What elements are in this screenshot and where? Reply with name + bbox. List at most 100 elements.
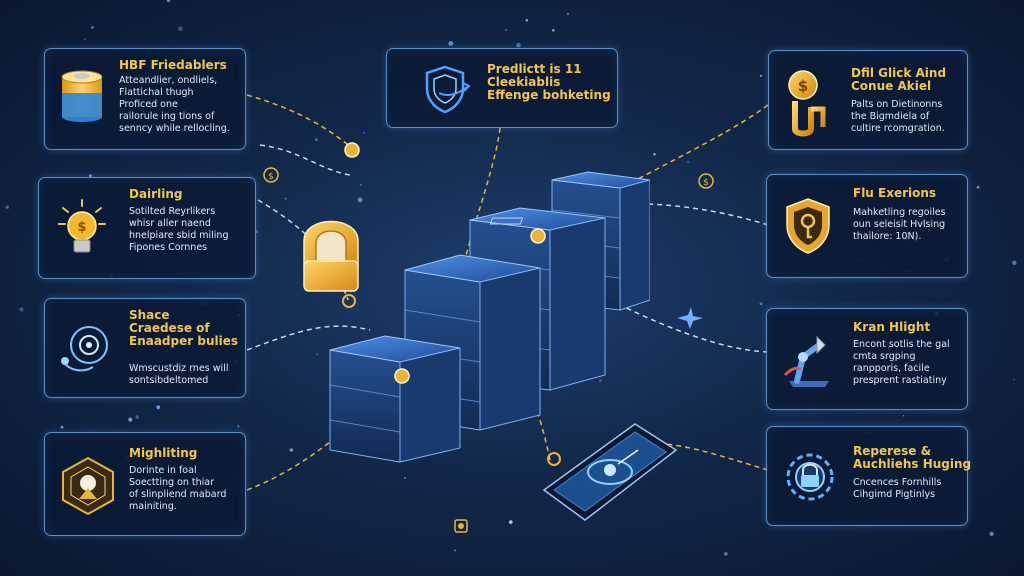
card-title: Predlictt is 11 Cleekiablis Effenge bohk…	[487, 63, 611, 102]
card-body-line: Fipones Cornnes	[129, 242, 208, 253]
card-body-line: oun seleisit Hvlsing	[853, 219, 946, 230]
particle-dot	[166, 0, 171, 3]
card-body: Mahketling regoiles oun seleisit Hvlsing…	[853, 207, 946, 243]
card-title: Mighliting	[129, 447, 197, 460]
card-title-line: Predlictt is 11	[487, 62, 582, 76]
gold-lock-icon: $	[788, 70, 826, 137]
chip-icon	[454, 519, 468, 533]
card-title-line: Craedese of	[129, 321, 210, 335]
particle-dot	[967, 461, 970, 464]
card-body-line: Cncences Fornhills	[853, 477, 942, 488]
particle-dot	[178, 26, 183, 32]
particle-dot	[363, 131, 366, 134]
feature-card-top-left: HBF Friedablers Atteandlier, ondliels, F…	[44, 48, 246, 150]
particle-dot	[902, 415, 905, 417]
card-body-line: Palts on Dietinonns	[851, 99, 943, 110]
shield-keyhole-icon	[786, 198, 830, 254]
card-title-line: Shace	[129, 308, 170, 322]
card-title-line: Effenge bohketing	[487, 88, 611, 102]
card-title: Dfil Glick Aind Conue Akiel	[851, 67, 946, 93]
particle-dot	[504, 28, 507, 32]
coin-node-icon	[344, 142, 360, 158]
particle-dot	[454, 549, 456, 552]
particle-dot	[759, 302, 763, 306]
card-title: Kran Hlight	[853, 321, 930, 334]
card-body-line: the Bigmdiela of	[851, 111, 930, 122]
particle-dot	[551, 28, 555, 32]
ring-node-icon	[547, 452, 561, 466]
card-body-line: ranpporis, facile	[853, 363, 930, 374]
particle-dot	[989, 531, 994, 537]
card-body: Dorinte in foal Soectting on thiar of sl…	[129, 465, 226, 513]
connector-top-left	[246, 94, 353, 149]
particle-dot	[314, 138, 318, 142]
particle-dot	[759, 74, 763, 77]
gear-lock-icon	[786, 453, 834, 501]
card-body-line: presprent rastiatiny	[853, 375, 947, 386]
card-title-line: Cleekiablis	[487, 75, 561, 89]
particle-dot	[976, 185, 980, 189]
card-body-line: Dorinte in foal	[129, 465, 197, 476]
card-body: Encont sotlis the gal cmta srgping ranpp…	[853, 339, 950, 387]
particle-dot	[566, 12, 570, 16]
particle-dot	[448, 41, 454, 46]
card-body: Atteandlier, ondliels, Flattichal thugh …	[119, 75, 230, 135]
card-body-line: Proficed one	[119, 99, 178, 110]
card-body: Palts on Dietinonns the Bigmdiela of cul…	[851, 99, 945, 135]
particle-dot	[1013, 378, 1016, 381]
padlock-3d-icon	[303, 220, 359, 292]
card-title-line: HBF Friedablers	[119, 58, 227, 72]
particle-dot	[89, 174, 92, 178]
feature-card-lower-right: Kran Hlight Encont sotlis the gal cmta s…	[766, 308, 968, 410]
battery-icon	[61, 70, 103, 122]
card-body-line: railorule ing tions of	[119, 111, 215, 122]
particle-dot	[135, 415, 139, 419]
card-body: Wmscustdiz rnes will sontsibdeltomed	[129, 363, 228, 387]
particle-dot	[19, 307, 24, 312]
card-body-line: Cihgimd Pigtinlys	[853, 489, 936, 500]
card-body-line: cultire rcomgration.	[851, 123, 945, 134]
particle-dot	[237, 425, 240, 428]
particle-dot	[316, 353, 318, 356]
svg-text:$: $	[703, 178, 709, 188]
particle-dot	[84, 38, 86, 41]
card-title-line: Dairling	[129, 187, 183, 201]
coin-node-icon	[394, 368, 410, 384]
particle-dot	[687, 160, 689, 163]
block-front-low	[329, 335, 461, 463]
card-body: Cncences Fornhills Cihgimd Pigtinlys	[853, 477, 941, 501]
card-title-line: Enaadper bulies	[129, 334, 238, 348]
card-title: Flu Exerions	[853, 187, 936, 200]
ring-node-icon	[342, 294, 356, 308]
particle-dot	[360, 184, 362, 186]
card-body-line: cmta srgping	[853, 351, 916, 362]
svg-text:$: $	[77, 220, 86, 235]
card-title: HBF Friedablers	[119, 59, 227, 72]
particle-dot	[5, 205, 9, 209]
card-body-line: Encont sotlis the gal	[853, 339, 950, 350]
connector-lower-right	[609, 299, 769, 353]
shield-icon	[425, 65, 471, 114]
particle-dot	[60, 425, 64, 429]
particle-dot	[91, 26, 94, 29]
card-title: Shace Craedese of Enaadper bulies	[129, 309, 238, 348]
card-title-line: Reperese &	[853, 444, 932, 458]
card-body-line: whisr aller naend	[129, 218, 211, 229]
particle-dot	[599, 379, 602, 383]
particle-dot	[525, 19, 529, 22]
card-title-line: Auchliehs Huging	[853, 457, 972, 471]
particle-dot	[284, 197, 287, 200]
connector-top-center-b	[259, 144, 351, 176]
card-title-line: Flu Exerions	[853, 186, 937, 200]
particle-dot	[404, 477, 406, 480]
card-title-line: Mighliting	[129, 446, 198, 460]
lightbulb-icon: $	[58, 199, 106, 253]
card-body-line: hnelpiare sbid miling	[129, 230, 229, 241]
dollar-coin-icon: $	[263, 167, 279, 183]
feature-card-mid-left: $ Dairling Sotilted Reyrlikers whisr all…	[38, 177, 256, 279]
card-body-line: thailore: 10N).	[853, 231, 922, 242]
card-body-line: Atteandlier, ondliels,	[119, 75, 218, 86]
smartphone-icon	[542, 423, 678, 521]
card-title-line: Dfil Glick Aind	[851, 66, 947, 80]
block-stack	[329, 171, 650, 463]
